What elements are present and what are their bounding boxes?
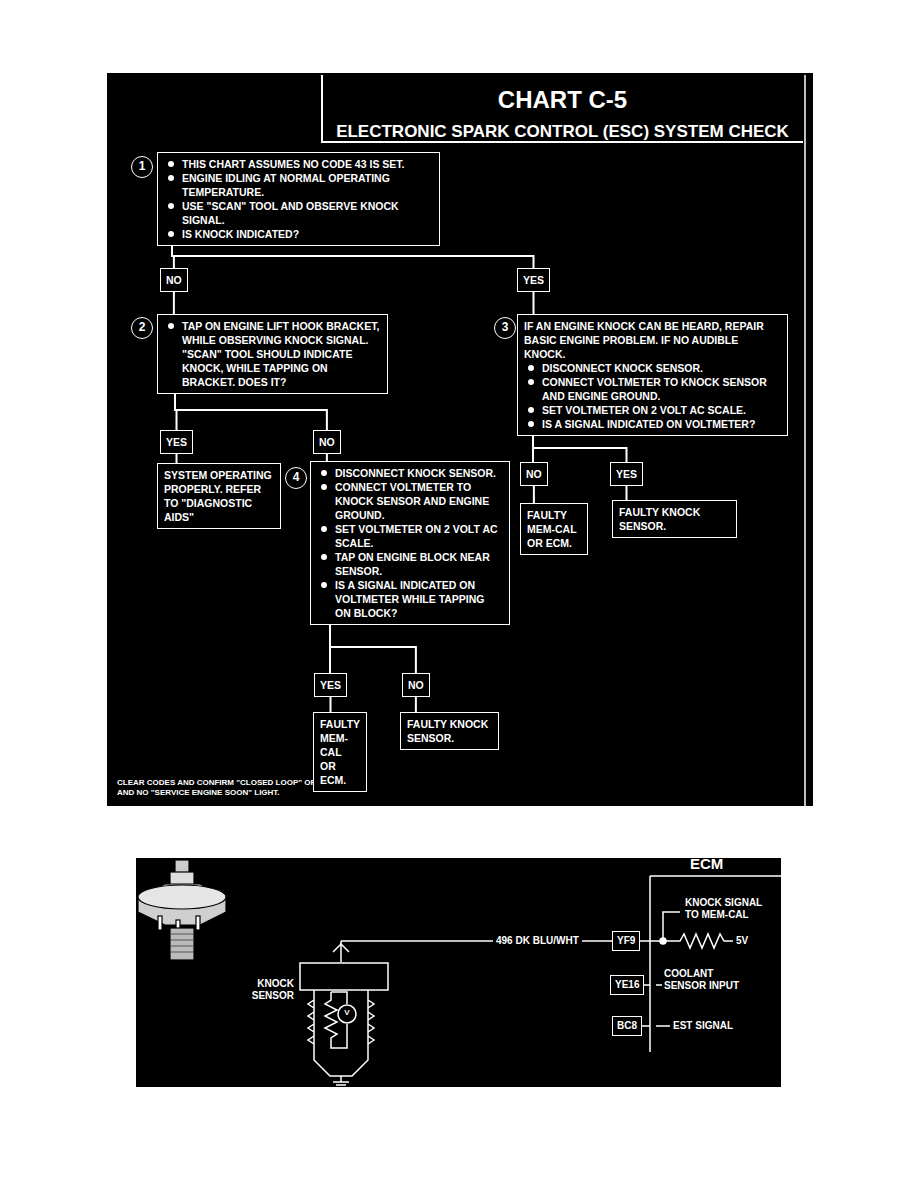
signal-name: EST SIGNAL [673,1020,733,1032]
chart-title: CHART C-5 [322,86,803,114]
box-text: FAULTY KNOCK SENSOR. [407,717,492,745]
connector [330,625,416,673]
result-box: FAULTY MEM-CAL OR ECM. [520,503,588,555]
process-box: TAP ON ENGINE LIFT HOOK BRACKET, WHILE O… [157,314,388,394]
answer-box: YES [610,462,643,486]
wiring [341,876,781,1052]
box-text: YES [616,467,637,481]
box-text: NO [526,467,542,481]
box-text: DISCONNECT KNOCK SENSOR. [317,466,503,480]
process-box: IF AN ENGINE KNOCK CAN BE HEARD, REPAIR … [517,314,788,436]
box-text: YES [320,678,341,692]
answer-box: NO [313,430,341,454]
connector [175,394,327,430]
box-text: YF9 [617,935,635,947]
module-name: ECM [690,855,723,873]
pin-box: BC8 [612,1016,642,1036]
pin-box: YF9 [612,931,640,951]
connector [626,486,628,500]
answer-box: YES [160,430,193,454]
part-name: KNOCK SENSOR [232,978,294,1002]
box-text: TAP ON ENGINE BLOCK NEAR SENSOR. [317,550,503,578]
knock-sensor-symbol [300,941,388,1088]
connector [533,486,535,503]
callout-number: 1 [131,156,153,178]
box-text: DISCONNECT KNOCK SENSOR. [524,361,781,375]
connector [415,697,417,712]
box-text: THIS CHART ASSUMES NO CODE 43 IS SET. [164,157,433,171]
connector [330,697,332,712]
sensor-picture [138,860,226,960]
box-text: ENGINE IDLING AT NORMAL OPERATING TEMPER… [164,171,433,199]
callout-number: 3 [494,317,516,339]
box-text: YE16 [615,979,639,991]
schematic-panel [136,858,781,1087]
answer-box: YES [517,268,550,292]
box-text: SET VOLTMETER ON 2 VOLT AC SCALE. [524,403,781,417]
chart-subtitle: ELECTRONIC SPARK CONTROL (ESC) SYSTEM CH… [322,122,803,142]
box-text: IS A SIGNAL INDICATED ON VOLTMETER? [524,417,781,431]
box-text: SYSTEM OPERATING PROPERLY. REFER TO "DIA… [164,468,274,524]
connector [172,246,534,268]
box-text: BC8 [617,1020,637,1032]
box-text: FAULTY KNOCK SENSOR. [619,505,730,533]
result-box: FAULTY KNOCK SENSOR. [400,712,499,750]
connector [173,292,175,314]
box-text: NO [166,273,182,287]
connector [533,436,627,462]
box-text: CONNECT VOLTMETER TO KNOCK SENSOR AND EN… [524,375,781,403]
box-text: FAULTY MEM-CAL OR ECM. [527,508,581,550]
answer-box: NO [160,268,188,292]
result-box: SYSTEM OPERATING PROPERLY. REFER TO "DIA… [157,463,281,529]
process-box: THIS CHART ASSUMES NO CODE 43 IS SET.ENG… [157,152,440,246]
meter-symbol: V [342,1008,352,1018]
result-box: FAULTY MEM-CAL OR ECM. [313,712,367,792]
box-text: IF AN ENGINE KNOCK CAN BE HEARD, REPAIR … [524,319,781,361]
answer-box: NO [520,462,548,486]
connector [326,454,328,461]
voltage-label: 5V [736,935,748,947]
callout-number: 4 [285,467,307,489]
title-frame [322,75,803,142]
box-text: IS A SIGNAL INDICATED ON VOLTMETER WHILE… [317,578,503,620]
process-box: DISCONNECT KNOCK SENSOR.CONNECT VOLTMETE… [310,461,510,625]
answer-box: YES [314,673,347,697]
signal-name: KNOCK SIGNAL TO MEM-CAL [685,897,765,921]
box-text: YES [523,273,544,287]
box-text: SET VOLTMETER ON 2 VOLT AC SCALE. [317,522,503,550]
box-text: IS KNOCK INDICATED? [164,227,433,241]
connector [176,454,178,463]
result-box: FAULTY KNOCK SENSOR. [612,500,737,538]
box-text: CONNECT VOLTMETER TO KNOCK SENSOR AND EN… [317,480,503,522]
box-text: NO [319,435,335,449]
wire-label: 496 DK BLU/WHT [493,935,582,947]
pin-box: YE16 [610,975,644,995]
connector [533,292,535,314]
signal-name: COOLANT SENSOR INPUT [664,968,754,992]
panel-edge [804,75,806,806]
callout-number: 2 [131,317,153,339]
box-text: NO [408,678,424,692]
box-text: FAULTY MEM-CAL OR ECM. [320,717,360,787]
box-text: YES [166,435,187,449]
box-text: USE "SCAN" TOOL AND OBSERVE KNOCK SIGNAL… [164,199,433,227]
box-text: TAP ON ENGINE LIFT HOOK BRACKET, WHILE O… [164,319,381,389]
answer-box: NO [402,673,430,697]
chart-panel [107,73,813,806]
